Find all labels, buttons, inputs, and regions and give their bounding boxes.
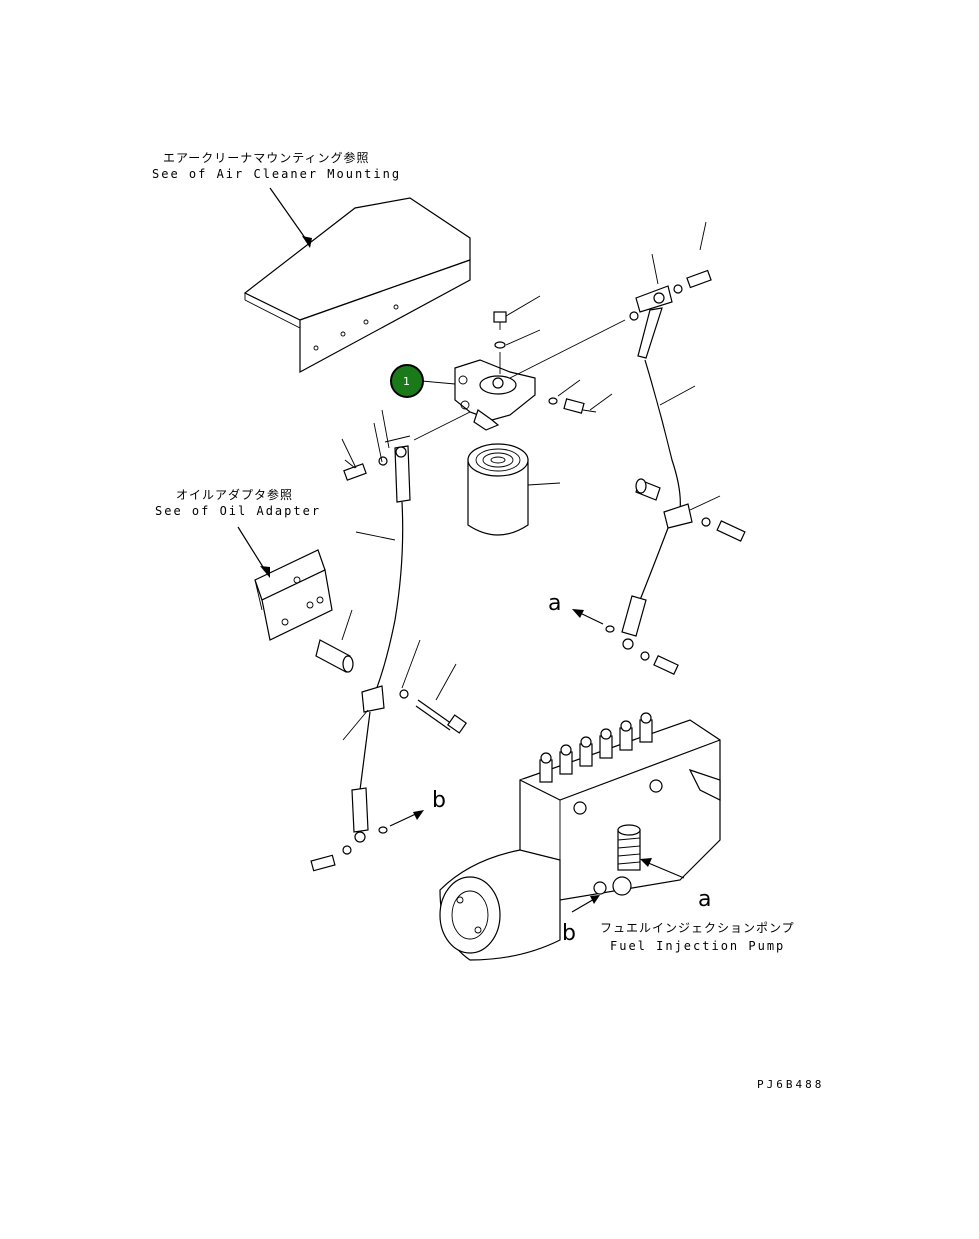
ref-b-top: b	[432, 788, 446, 813]
ref-a-pump: a	[698, 887, 711, 912]
pump-barrels	[539, 712, 653, 783]
ref-a-top: a	[548, 591, 561, 616]
pump-label-jp: フュエルインジェクションポンプ	[600, 921, 795, 935]
callout-1[interactable]: 1	[390, 364, 456, 398]
drawing-code: PJ6B488	[757, 1078, 824, 1091]
left-hose-assembly	[310, 409, 471, 872]
side-bolt	[548, 397, 597, 414]
filter-head	[454, 359, 536, 431]
callout-1-badge[interactable]	[390, 364, 424, 398]
oil-adapter-label-en: See of Oil Adapter	[155, 504, 321, 518]
filter-head-bolt	[493, 311, 507, 374]
air-cleaner-leader	[269, 187, 311, 246]
ref-b-pump: b	[562, 921, 576, 946]
spacer-left	[315, 639, 354, 673]
right-hose-assembly	[509, 221, 746, 675]
oil-adapter-bracket	[254, 549, 333, 641]
air-cleaner-label-en: See of Air Cleaner Mounting	[152, 167, 401, 181]
callout-1-number: 1	[403, 375, 410, 388]
pump-a-leader	[645, 861, 685, 879]
oil-adapter-label-jp: オイルアダプタ参照	[176, 487, 293, 502]
spacer-right	[635, 478, 661, 501]
pump-label-en: Fuel Injection Pump	[610, 939, 785, 953]
air-cleaner-bracket	[243, 197, 471, 374]
oil-adapter-arrowhead	[260, 566, 270, 578]
pump-b-leader	[571, 897, 597, 913]
filter-cartridge	[467, 443, 529, 536]
pump-spring	[617, 824, 641, 871]
long-bolt	[399, 689, 468, 734]
air-cleaner-arrowhead	[302, 236, 312, 248]
fuel-injection-pump	[439, 712, 721, 961]
air-cleaner-label-jp: エアークリーナマウンティング参照	[163, 150, 370, 165]
